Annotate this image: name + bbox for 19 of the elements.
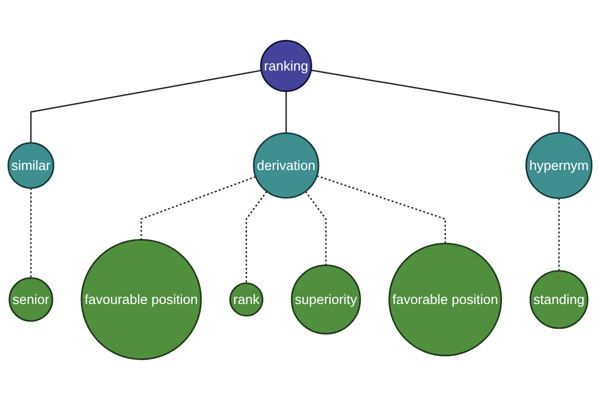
node-circle: similar [8, 142, 54, 189]
node-circle: superiority [290, 264, 361, 335]
node-circle: senior [8, 277, 54, 322]
node-circle: favourable position [80, 238, 202, 360]
node-circle: derivation [252, 132, 320, 199]
node-circle: favorable position [388, 242, 502, 356]
node-circle: rank [229, 282, 264, 317]
connector [246, 191, 268, 284]
connector [310, 70, 560, 133]
node-circle: hypernym [525, 132, 592, 199]
connector [558, 198, 560, 271]
node-circle: standing [530, 270, 588, 329]
connector [316, 175, 446, 244]
connector [30, 188, 32, 278]
node-circle: ranking [260, 40, 312, 92]
connector [304, 191, 327, 266]
connector [285, 91, 287, 134]
connector [140, 176, 256, 240]
connector [30, 70, 262, 143]
